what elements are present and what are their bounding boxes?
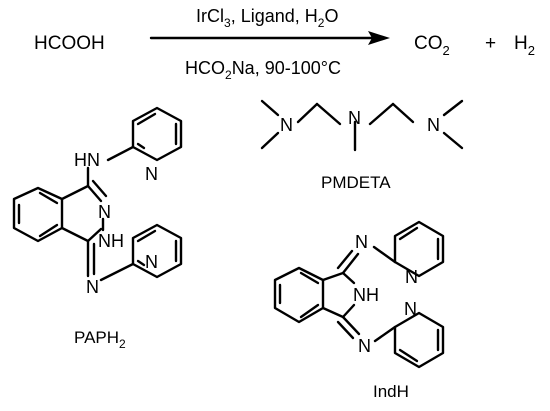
indh-atom-nh: NH — [353, 285, 379, 305]
paph2-atom-n-ring: N — [98, 202, 111, 222]
indh-structure — [273, 220, 445, 369]
indh-name: IndH — [373, 382, 409, 401]
paph2-structure — [12, 106, 183, 282]
indh-atom-n-exo2: N — [358, 336, 371, 356]
paph2-atom-hn: HN — [74, 150, 100, 170]
paph2-atom-n-exo: N — [86, 277, 99, 297]
reaction-arrow-head — [368, 31, 390, 45]
pmdeta-name: PMDETA — [321, 173, 391, 192]
paph2-atom-nh-ring: NH — [98, 231, 124, 251]
conditions-above: IrCl3, Ligand, H2O — [196, 6, 338, 30]
paph2-atom-n-pyr2: N — [145, 252, 158, 272]
indh-atom-n-exo1: N — [355, 232, 368, 252]
pmdeta-atom-n3: N — [427, 115, 440, 135]
pmdeta-structure — [260, 99, 464, 152]
product-h2: H2 — [514, 33, 535, 58]
paph2-atom-n-pyr1: N — [145, 164, 158, 184]
indh-atom-n-pyr2: N — [404, 299, 417, 319]
pmdeta-atom-n2: N — [348, 108, 361, 128]
indh-atom-n-pyr1: N — [405, 267, 418, 287]
pmdeta-atom-n1: N — [280, 115, 293, 135]
paph2-name: PAPH2 — [74, 328, 126, 351]
product-plus: + — [485, 33, 496, 54]
conditions-below: HCO2Na, 90-100°C — [185, 58, 341, 82]
reactant-formula: HCOOH — [34, 33, 105, 54]
product-co2: CO2 — [414, 33, 450, 58]
